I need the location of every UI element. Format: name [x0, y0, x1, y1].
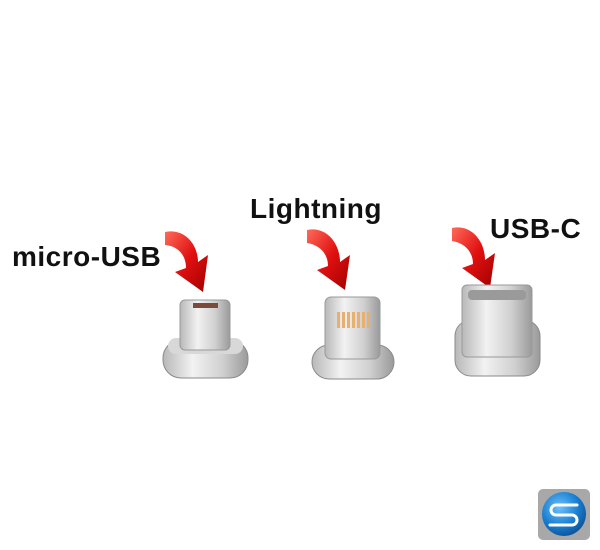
usb-c-connector — [454, 284, 541, 377]
arrow-icon-lightning — [307, 229, 350, 290]
usb-c-label: USB-C — [490, 213, 582, 244]
brand-logo — [538, 489, 590, 540]
arrow-icon-micro-usb — [165, 231, 208, 292]
arrow-icon-usb-c — [452, 227, 495, 288]
micro-usb-connector — [162, 299, 249, 379]
lightning-label: Lightning — [250, 193, 383, 224]
lightning-connector — [311, 296, 395, 380]
micro-usb-label: micro-USB — [12, 241, 162, 272]
